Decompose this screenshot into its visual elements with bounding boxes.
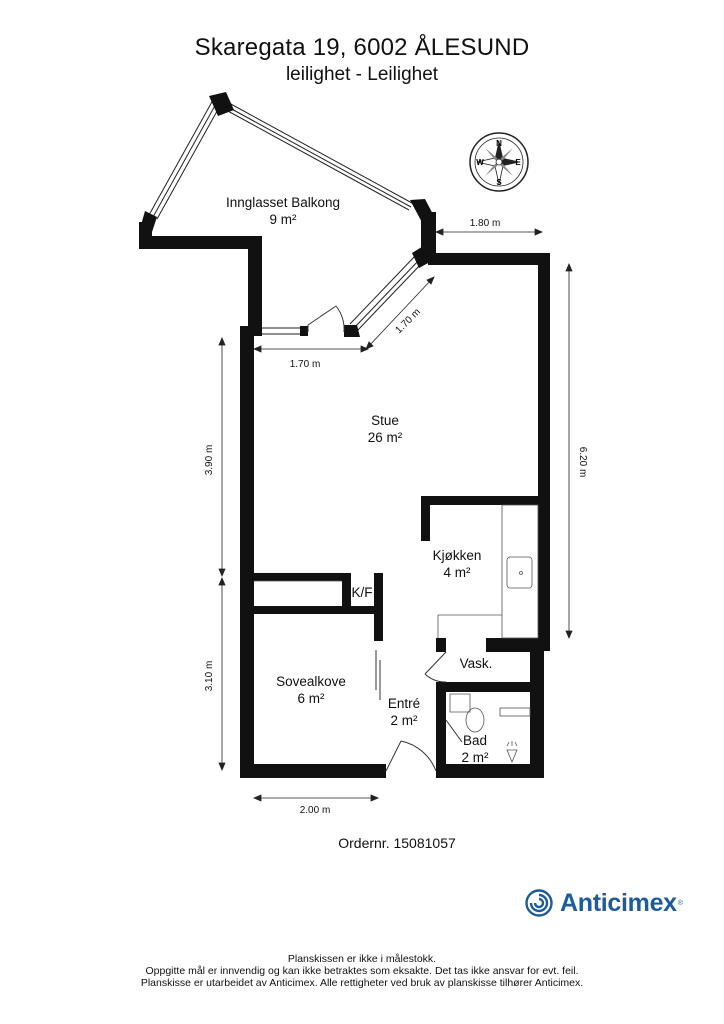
dim-top-right: 1.80 m xyxy=(470,218,501,229)
room-kf-name: K/F xyxy=(351,585,372,600)
balcony-glazing xyxy=(148,99,424,332)
compass-letter-west: W xyxy=(476,158,484,167)
compass-letter-south: S xyxy=(496,178,502,187)
footer-line-2: Oppgitte mål er innvendig og kan ikke be… xyxy=(145,965,579,977)
room-vask-name: Vask. xyxy=(460,656,493,671)
room-entre-name: Entré xyxy=(388,696,420,711)
entrance-door xyxy=(385,740,437,772)
room-bad-area: 2 m² xyxy=(462,750,490,765)
dim-left-lower: 3.10 m xyxy=(204,661,215,692)
vask-door xyxy=(424,651,447,683)
balcony-door xyxy=(307,305,345,333)
room-balkong-name: Inngl­asset Balkong xyxy=(226,195,340,210)
dimension-lines xyxy=(218,228,573,802)
balcony-left-wall xyxy=(139,222,262,336)
order-number: Ordernr. 15081057 xyxy=(338,835,456,851)
dim-balcony-diag: 1.70 m xyxy=(394,307,423,336)
footer-line-1: Planskissen er ikke i målestokk. xyxy=(287,953,437,965)
dim-balcony-front: 1.70 m xyxy=(290,359,321,370)
room-entre-area: 2 m² xyxy=(391,713,419,728)
dim-right: 6.20 m xyxy=(577,447,588,478)
room-stue-area: 26 m² xyxy=(368,430,403,445)
footer-disclaimer: Planskissen er ikke i målestokk. Oppgitt… xyxy=(0,953,724,989)
bathroom-door xyxy=(445,719,463,743)
room-balkong-area: 9 m² xyxy=(270,212,298,227)
balcony-right-wall xyxy=(421,212,436,262)
front-window xyxy=(262,327,300,335)
interior-walls xyxy=(254,496,541,778)
registered-mark: ® xyxy=(677,899,683,907)
brand-name: Anticimex xyxy=(560,888,677,917)
room-bad-name: Bad xyxy=(463,733,487,748)
room-stue-name: Stue xyxy=(371,413,399,428)
room-sovealkove-area: 6 m² xyxy=(298,691,326,706)
dim-bottom: 2.00 m xyxy=(300,805,331,816)
compass-letter-north: N xyxy=(496,139,502,148)
compass-letter-east: E xyxy=(515,158,521,167)
page-subtitle: leilighet - Leilighet xyxy=(285,64,439,85)
sliding-door xyxy=(375,650,381,700)
room-sovealkove-name: Sovealkove xyxy=(276,674,346,689)
anticimex-logo-icon xyxy=(525,889,553,917)
compass-icon: N E S W xyxy=(469,132,529,192)
outer-walls xyxy=(240,253,550,778)
page-title: Skaregata 19, 6002 ÅLESUND xyxy=(194,34,530,61)
dim-left-upper: 3.90 m xyxy=(204,445,215,476)
brand-logo: Anticimex® xyxy=(524,888,683,918)
room-kjokken-area: 4 m² xyxy=(444,565,472,580)
bathroom-fixtures xyxy=(449,693,531,764)
kitchen-counter xyxy=(254,504,539,639)
footer-line-3: Planskisse er utarbeidet av Anticimex. A… xyxy=(140,977,584,989)
room-kjokken-name: Kjøkken xyxy=(433,548,482,563)
